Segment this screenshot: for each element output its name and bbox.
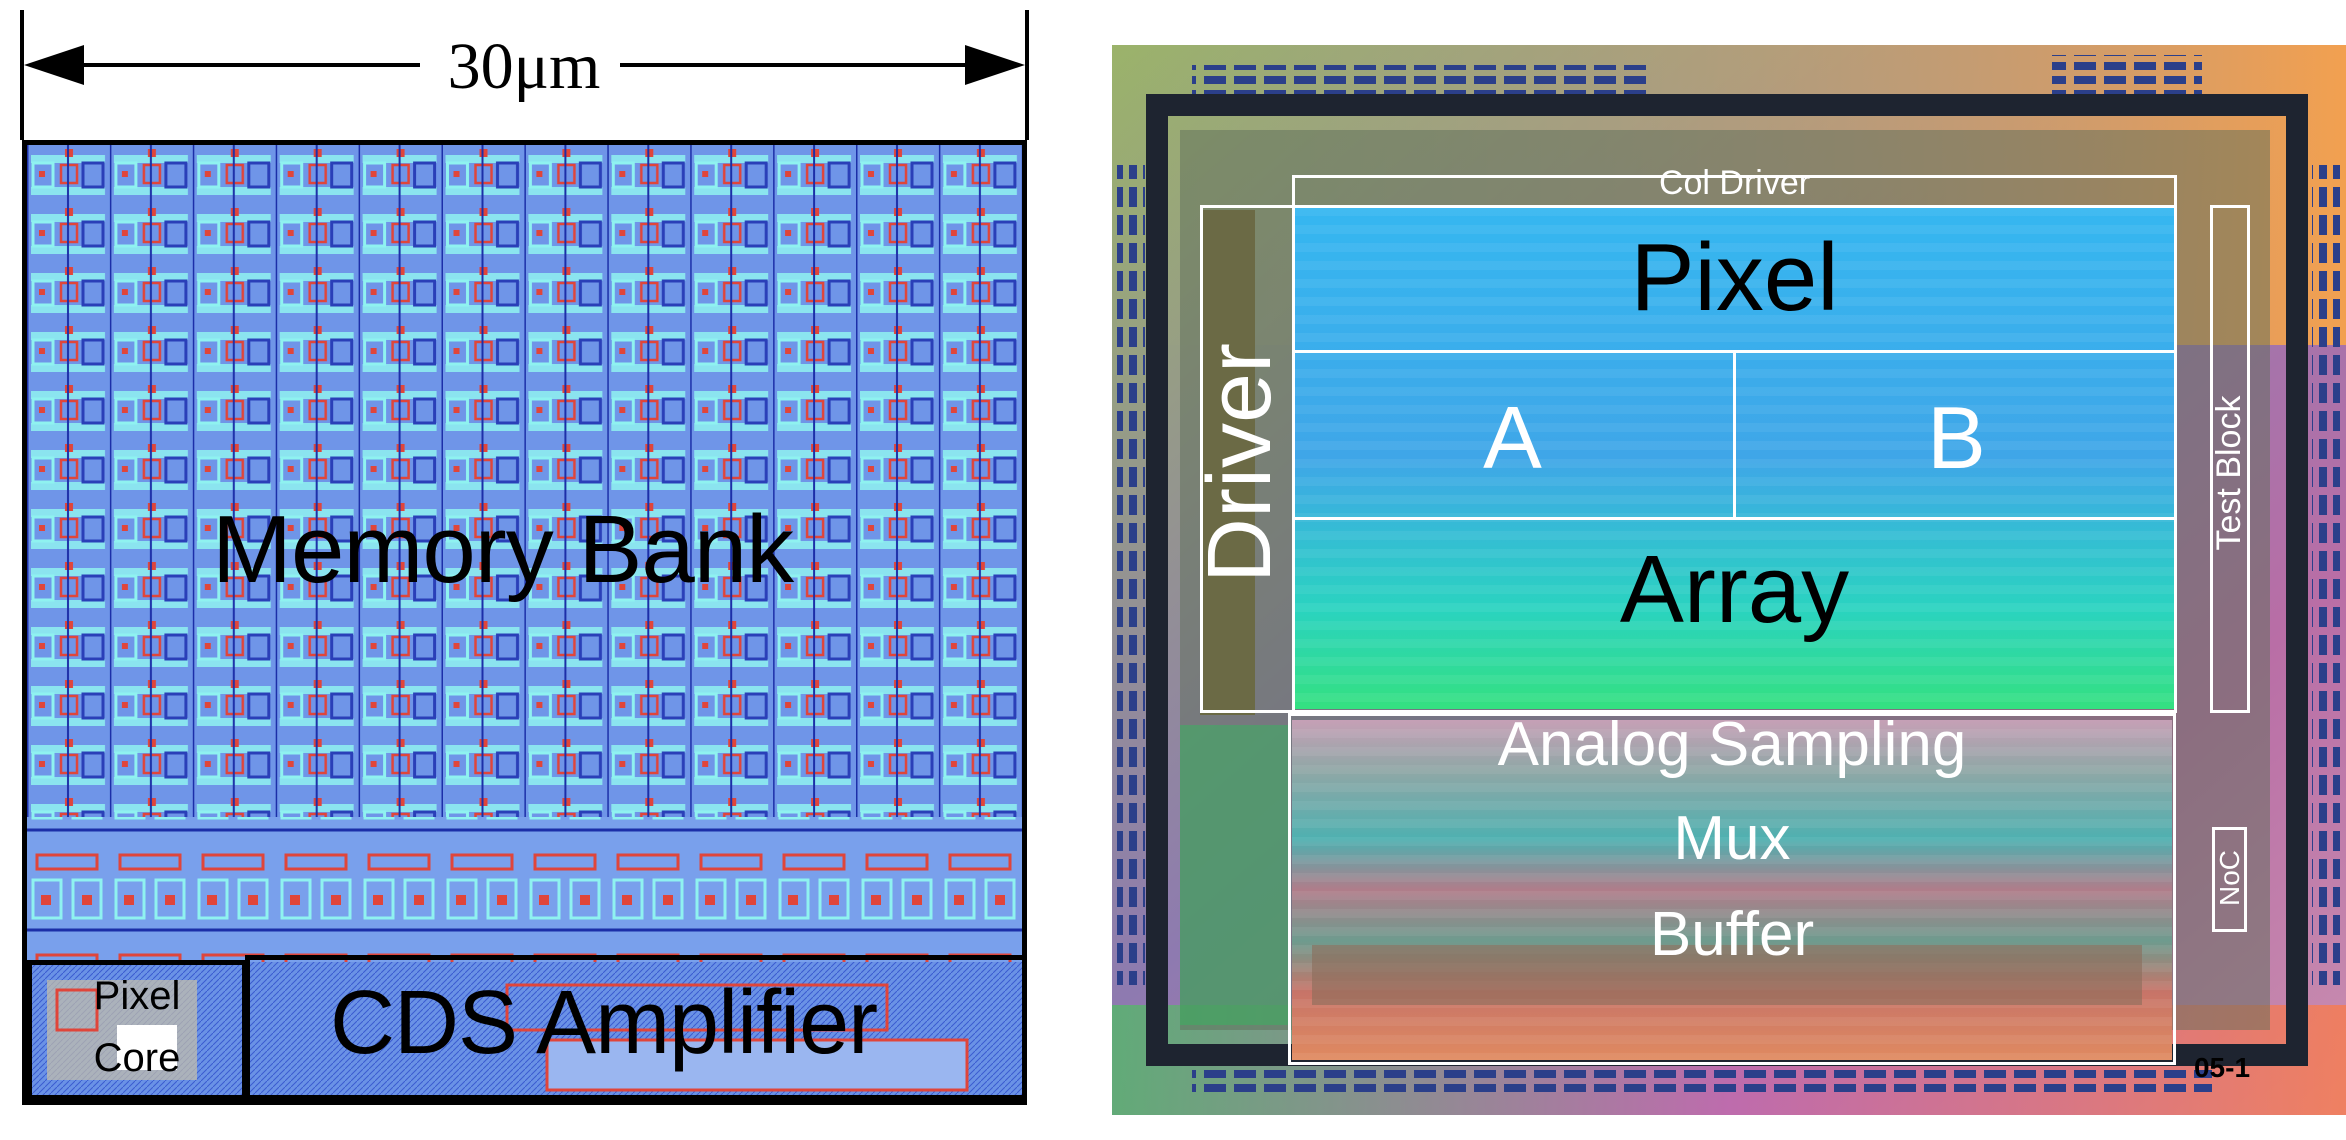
pixel-core-label-line1: Pixel (93, 974, 181, 1018)
die-background (1112, 45, 2346, 1115)
analog-sampling-label: Analog Sampling (1497, 710, 1967, 779)
left-arrowhead (24, 45, 84, 85)
buffer-label: Buffer (1649, 900, 1815, 969)
cds-amplifier-block: CDS Amplifier (245, 955, 1022, 1100)
chip-die-photo: Col Driver Pixel A B Array Driver Test B… (1112, 45, 2346, 1115)
test-block-box (2210, 205, 2250, 713)
analog-readout-box (1288, 713, 2176, 1065)
chip-marking: 05-1 (2193, 1052, 2251, 1083)
row-driver-label: Driver (1190, 343, 1290, 583)
memory-bank-label: Memory Bank (212, 496, 794, 603)
row-driver-box (1200, 205, 1295, 713)
pixel-core-block: Pixel Core (27, 960, 247, 1100)
cds-amplifier-label: CDS Amplifier (330, 973, 878, 1073)
right-arrowhead (965, 45, 1025, 85)
layout-cell-grid (27, 145, 1022, 1100)
pixel-label: Pixel (1630, 224, 1839, 331)
pixel-core-label-line2: Core (93, 1036, 181, 1080)
pixel-array-divider-bottom (1292, 517, 2177, 520)
block-b-label: B (1927, 388, 1986, 487)
col-driver-label: Col Driver (1658, 164, 1811, 202)
noc-box (2212, 827, 2247, 932)
array-label: Array (1619, 536, 1850, 643)
dimension-bar: 30μm (20, 10, 1029, 140)
block-ab-divider (1733, 350, 1736, 518)
col-driver-box (1292, 175, 2177, 205)
pixel-layout: Memory Bank Pixel Core CDS Amplifier (22, 140, 1027, 1105)
dimension-label: 30μm (448, 30, 601, 103)
pixel-core-label: Pixel Core (32, 965, 242, 1089)
mux-label: Mux (1673, 804, 1791, 873)
noc-label: NoC (2214, 850, 2245, 907)
test-block-label: Test Block (2210, 395, 2248, 551)
block-a-label: A (1483, 388, 1542, 487)
